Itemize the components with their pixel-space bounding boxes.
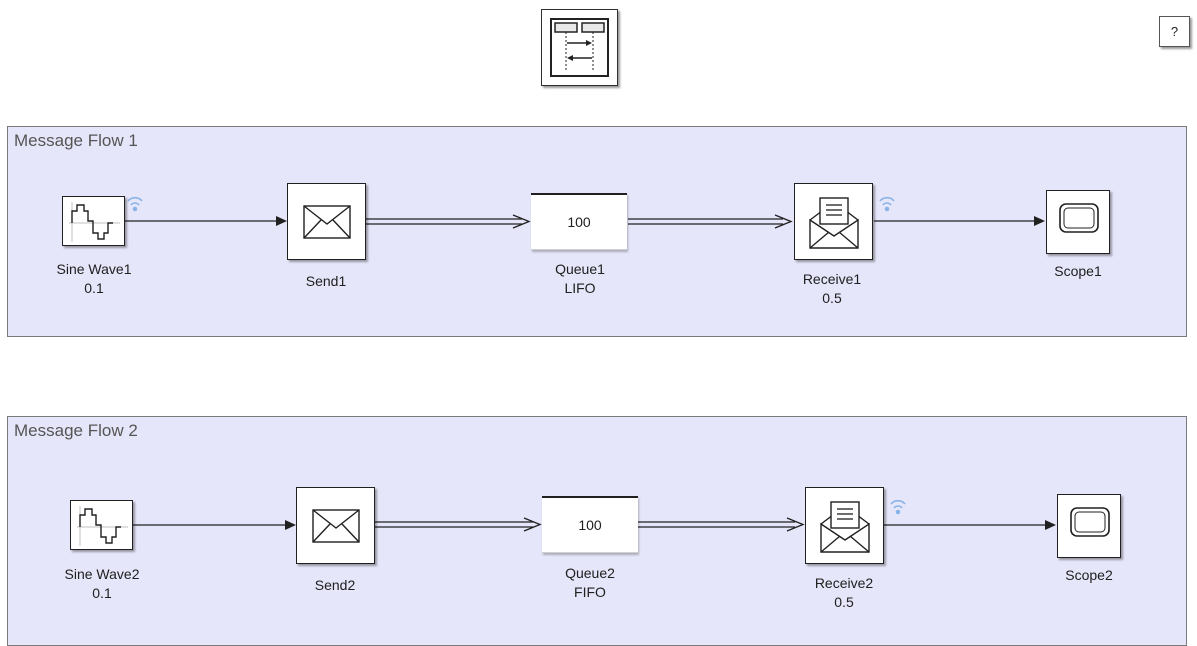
block-label: Send2 — [255, 576, 415, 595]
block-name: Receive1 — [802, 271, 862, 287]
block-label: Queue1 LIFO — [500, 260, 660, 298]
scope-screen-icon — [1070, 507, 1110, 537]
block-label: Scope2 — [1009, 566, 1169, 585]
send-block[interactable] — [287, 183, 366, 260]
block-name: Send2 — [314, 577, 356, 593]
sine-wave-icon — [69, 202, 120, 242]
open-envelope-icon — [820, 501, 870, 553]
receive-block[interactable] — [794, 183, 873, 260]
block-label: Send1 — [246, 272, 406, 291]
block-param: 0.1 — [84, 280, 104, 296]
block-param: FIFO — [574, 584, 606, 600]
scope-block[interactable] — [1057, 494, 1121, 558]
help-button[interactable]: ? — [1159, 16, 1190, 47]
help-label: ? — [1170, 24, 1179, 39]
block-label: Sine Wave1 0.1 — [14, 260, 174, 298]
block-param: 0.1 — [92, 585, 112, 601]
block-name: Scope2 — [1065, 567, 1113, 583]
block-name: Queue2 — [565, 565, 615, 581]
block-label: Sine Wave2 0.1 — [22, 565, 182, 603]
block-name: Receive2 — [814, 575, 874, 591]
schedule-editor-block[interactable] — [541, 9, 618, 86]
queue-capacity: 100 — [578, 517, 602, 533]
sine-wave-icon — [77, 506, 128, 546]
scope-screen-icon — [1059, 203, 1099, 233]
queue-block[interactable]: 100 — [542, 496, 638, 553]
sine-wave-block[interactable] — [62, 196, 125, 246]
block-name: Sine Wave2 — [64, 566, 140, 582]
queue-block[interactable]: 100 — [531, 193, 627, 250]
block-name: Scope1 — [1054, 263, 1102, 279]
scope-block[interactable] — [1046, 190, 1110, 254]
open-envelope-icon — [809, 197, 859, 249]
area-title: Message Flow 1 — [14, 131, 138, 150]
area-title: Message Flow 2 — [14, 421, 138, 440]
block-label: Receive2 0.5 — [764, 574, 924, 612]
block-param: LIFO — [564, 280, 596, 296]
block-label: Queue2 FIFO — [510, 564, 670, 602]
sine-wave-block[interactable] — [70, 500, 133, 550]
block-name: Send1 — [305, 273, 347, 289]
block-param: 0.5 — [834, 594, 854, 610]
block-param: 0.5 — [822, 290, 842, 306]
envelope-icon — [312, 509, 360, 543]
schedule-editor-icon — [550, 18, 609, 77]
block-name: Queue1 — [555, 261, 605, 277]
receive-block[interactable] — [805, 487, 884, 564]
envelope-icon — [303, 205, 351, 239]
block-label: Scope1 — [998, 262, 1158, 281]
send-block[interactable] — [296, 487, 375, 564]
queue-capacity: 100 — [567, 214, 591, 230]
block-name: Sine Wave1 — [56, 261, 132, 277]
block-label: Receive1 0.5 — [752, 270, 912, 308]
